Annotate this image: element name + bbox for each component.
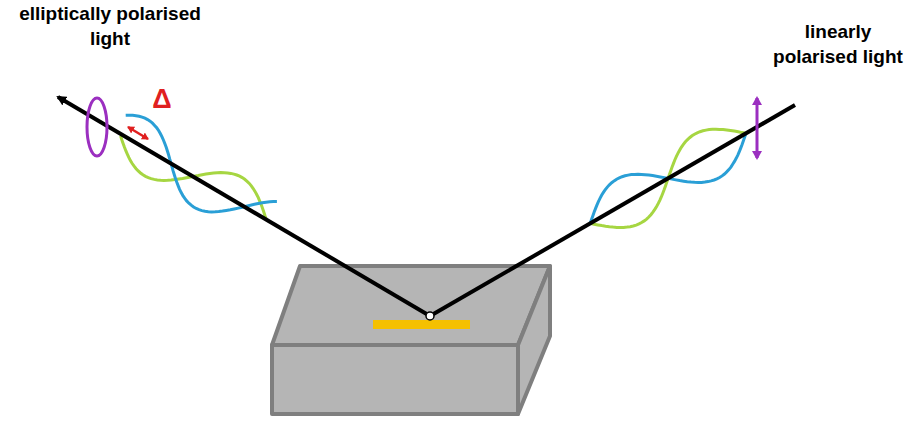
linear-polarisation-symbol xyxy=(756,98,759,158)
output-light-label: elliptically polarised light xyxy=(10,2,210,51)
wave-curve xyxy=(126,115,277,212)
phase-shift-symbol: Δ xyxy=(148,82,176,117)
reflection-point xyxy=(426,312,434,320)
light-waves xyxy=(121,115,746,227)
sample-block xyxy=(272,266,550,414)
sample-film xyxy=(373,320,470,329)
phase-shift-arrow xyxy=(128,127,148,139)
elliptical-polarisation-symbol xyxy=(87,98,107,156)
reflected-beam xyxy=(58,97,430,316)
input-light-label: linearly polarised light xyxy=(768,20,908,69)
incident-beam xyxy=(430,105,795,316)
